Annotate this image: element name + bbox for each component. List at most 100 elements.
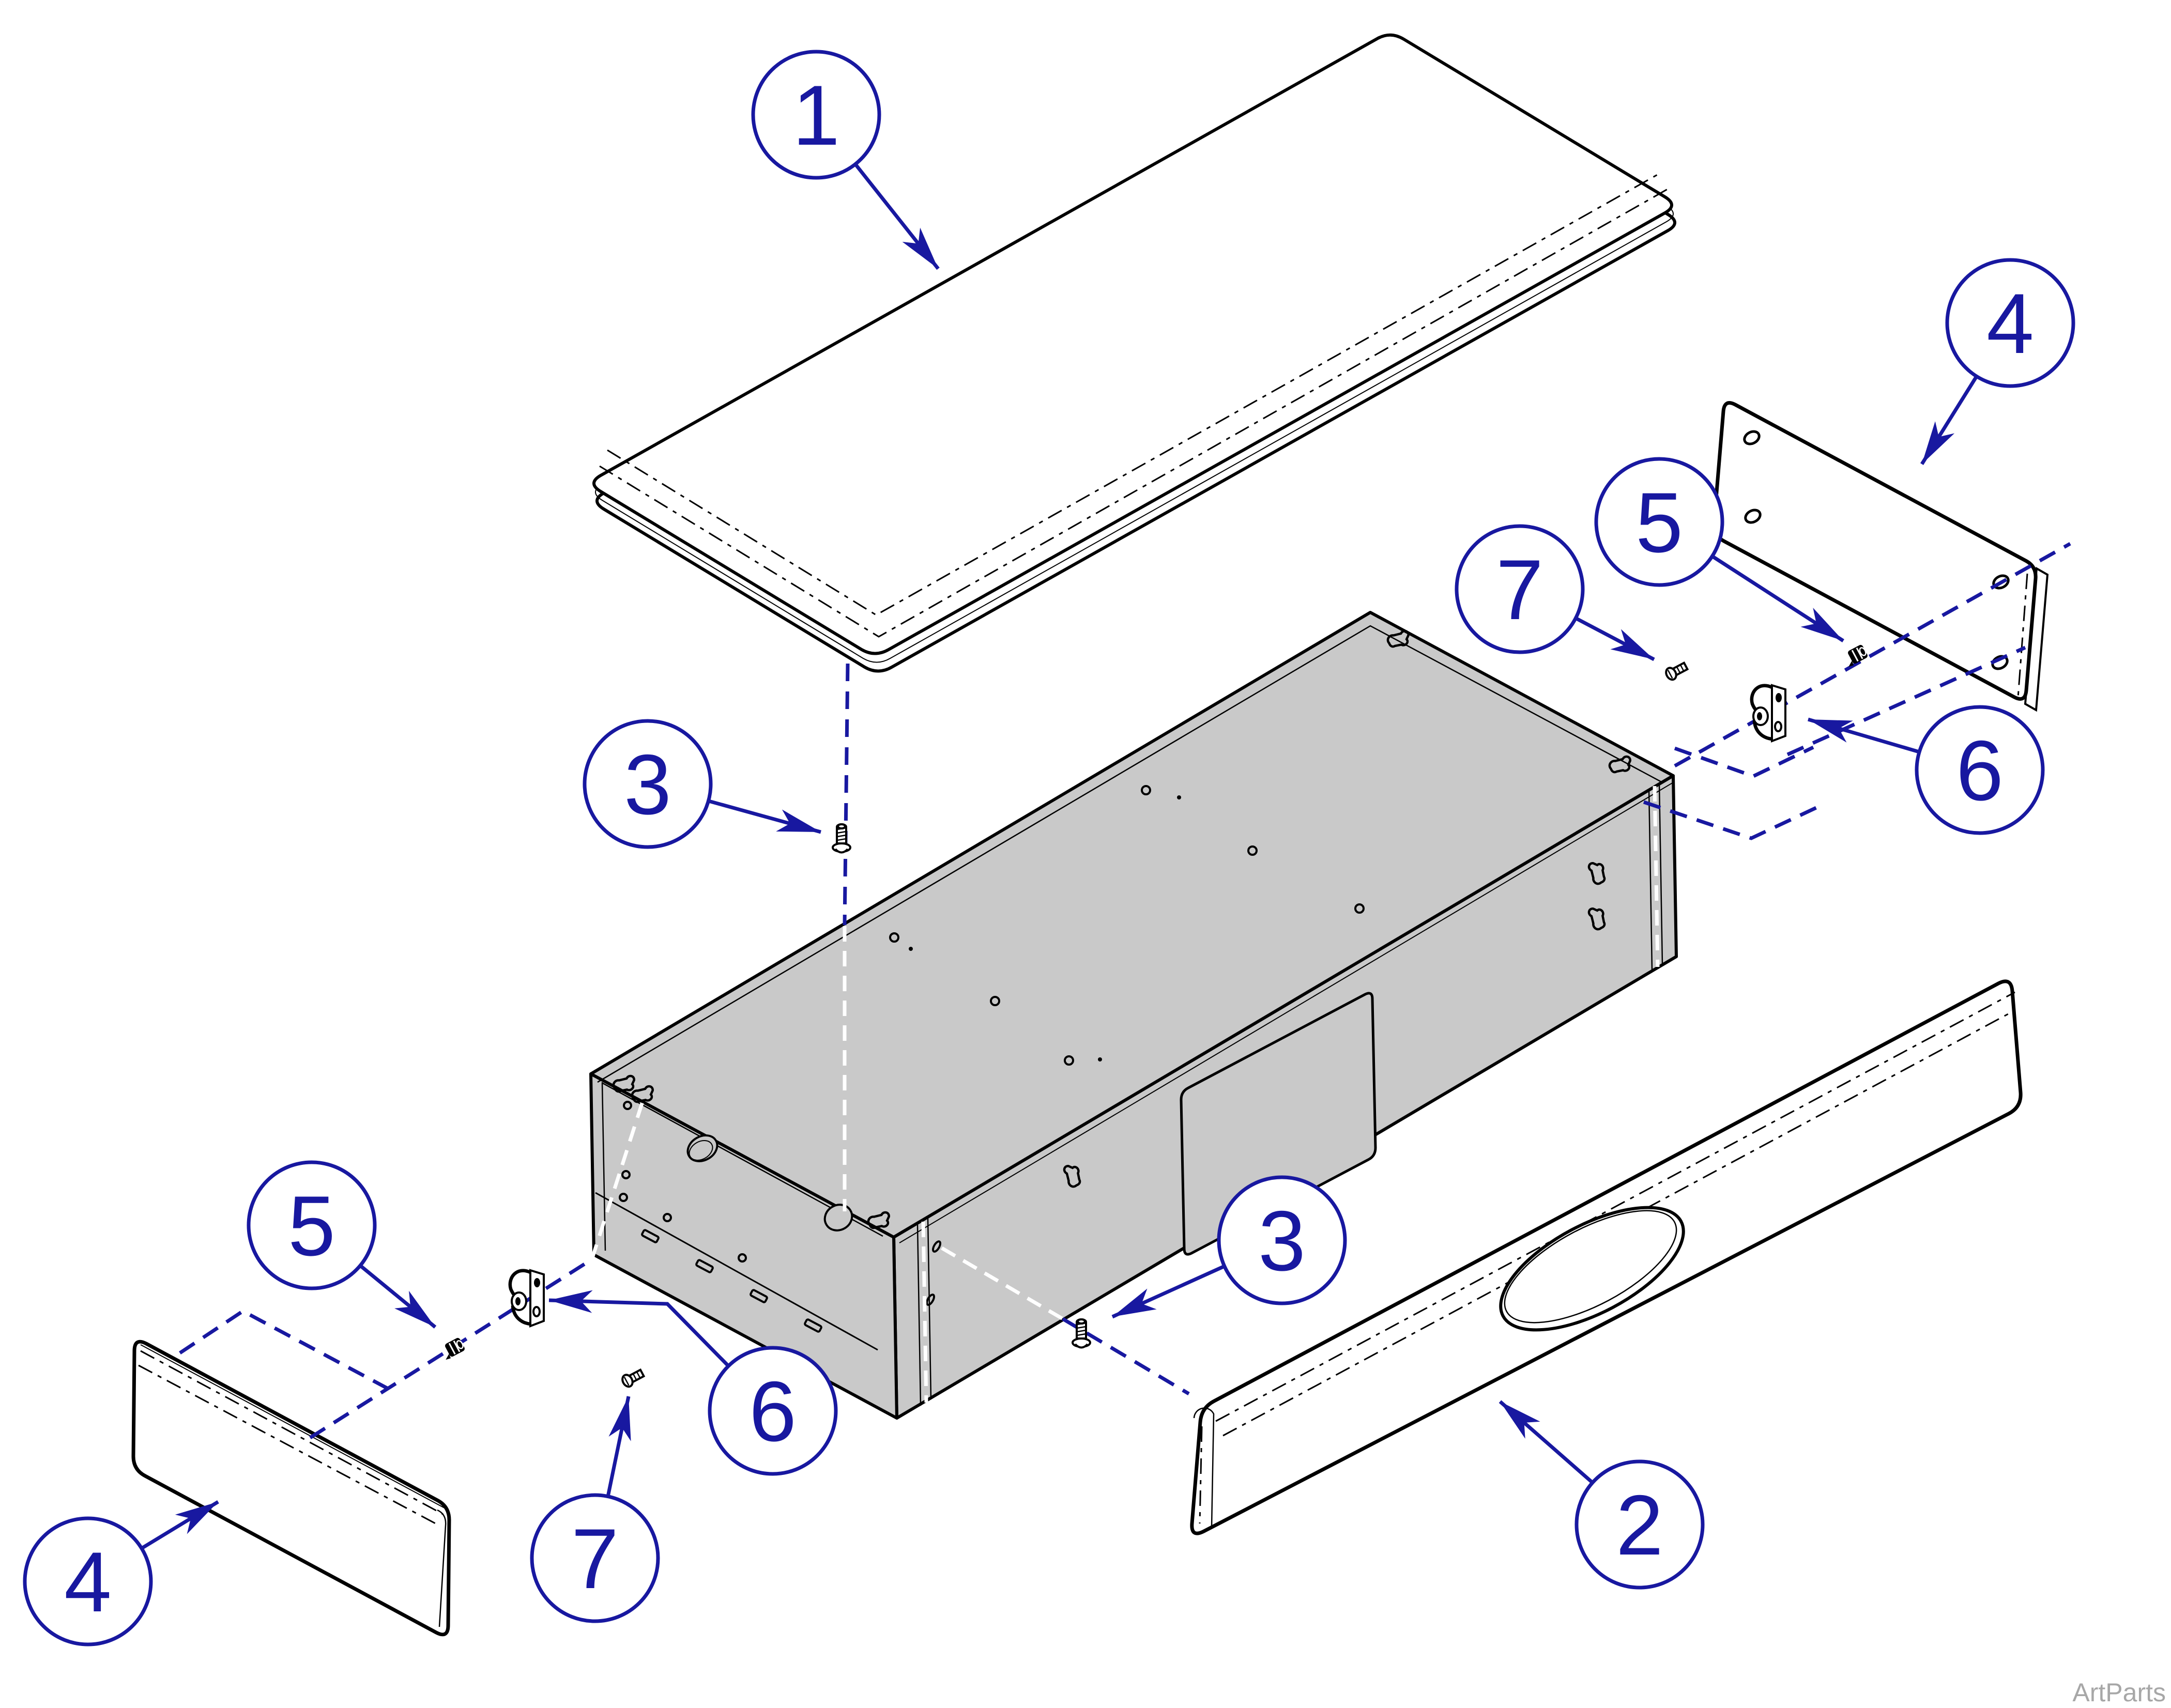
callout-5: 5: [247, 1160, 437, 1329]
front-face-top-line: [899, 782, 1674, 1243]
side-plate-left: [131, 1340, 451, 1637]
callout-3-number: 3: [1258, 1193, 1306, 1288]
chassis-top-flange-line: [597, 625, 1663, 1083]
top-face-dot: [909, 947, 913, 951]
chassis-left-end-cap: [589, 1072, 898, 1420]
left-fold-hidden: [921, 1221, 928, 1403]
front-trim-panel: [1190, 979, 2023, 1535]
end-cap-hole: [621, 1170, 631, 1179]
callout-3-arrow: [708, 799, 821, 834]
callout-7-arrow: [1574, 616, 1655, 661]
front-trim-hidden-edge-2: [1222, 1013, 2009, 1437]
clip-bracket-left: [508, 1269, 545, 1328]
callout-3-arrow: [1111, 1264, 1226, 1319]
callout-2: 2: [1499, 1400, 1705, 1590]
callout-5-circle: [1594, 457, 1724, 587]
end-cap-hole: [623, 1101, 632, 1110]
top-cover-panel: [592, 33, 1676, 673]
plate-hole: [1743, 430, 1761, 445]
callout-2-number: 2: [1616, 1478, 1663, 1573]
mounting-screw-top: [832, 823, 851, 854]
side-plate-right-face: [1712, 401, 2038, 701]
callout-7-arrow: [606, 1396, 631, 1497]
callout-6-arrow: [548, 1290, 730, 1367]
top-face-hole: [1064, 1055, 1074, 1066]
front-trim-hidden-edge-1: [1215, 991, 2015, 1422]
side-plate-left-hidden-2: [138, 1364, 440, 1527]
front-face-slot: [932, 1240, 941, 1253]
side-plate-right-fold-hidden: [2017, 573, 2028, 698]
callout-6: 6: [1808, 705, 2045, 835]
callout-7-number: 7: [1496, 542, 1543, 637]
callout-5-number: 5: [1635, 475, 1683, 570]
end-cap-oval-inner: [689, 1140, 713, 1161]
axis-right-elbow-2: [1643, 800, 1821, 840]
callout-7: 7: [530, 1396, 660, 1623]
screw-right: [1665, 661, 1689, 681]
front-trim-oval-cutout: [1499, 1206, 1685, 1332]
callout-6-circle: [708, 1346, 838, 1476]
callout-1-circle: [751, 50, 881, 180]
side-plate-left-face: [131, 1340, 451, 1637]
top-cover-face: [592, 33, 1673, 655]
side-plate-left-hidden-1: [140, 1350, 444, 1515]
top-face-hole: [990, 996, 1000, 1006]
callout-4-arrow: [141, 1500, 219, 1550]
top-face-dot: [1177, 795, 1181, 799]
mounting-screw-front: [1072, 1318, 1091, 1349]
callout-4-arrow: [1920, 375, 1978, 465]
callout-7-circle: [1455, 524, 1585, 654]
callout-7-number: 7: [571, 1511, 619, 1606]
end-cap-hole: [619, 1193, 628, 1202]
callout-6: 6: [548, 1290, 838, 1476]
side-plate-right: [1712, 401, 2049, 712]
top-face-hole: [1247, 845, 1258, 856]
callout-5: 5: [1594, 457, 1844, 642]
front-recessed-panel: [1180, 992, 1377, 1256]
callout-5-number: 5: [288, 1178, 335, 1273]
front-trim-cap-line: [1193, 1407, 1215, 1528]
left-fold-line: [916, 1218, 932, 1406]
axis-front-screw: [1062, 1317, 1190, 1396]
right-fold-hidden: [1653, 786, 1660, 967]
callout-4-number: 4: [64, 1534, 112, 1629]
callout-5-arrow: [359, 1264, 437, 1329]
callout-6-arrow: [1808, 717, 1920, 754]
watermark: ArtParts: [2072, 1678, 2166, 1707]
side-plate-left-top-line: [140, 1344, 445, 1509]
chassis-box: [589, 611, 1678, 1420]
right-fold-line: [1648, 783, 1663, 971]
callout-6-number: 6: [749, 1364, 797, 1459]
top-cover-hidden-edge-1: [599, 188, 1668, 638]
callout-4-circle: [1945, 258, 2075, 388]
clip-bracket-right: [1750, 684, 1786, 743]
callout-4-circle: [23, 1516, 153, 1647]
callout-7: 7: [1455, 524, 1655, 661]
callout-3-circle: [1217, 1175, 1347, 1305]
front-trim-oval-inner: [1504, 1210, 1677, 1324]
callout-2-arrow: [1499, 1400, 1594, 1484]
side-plate-left-cap-line: [437, 1509, 447, 1627]
callout-layer: 1 2 3 3 4 4 5 5 6 6 7 7: [23, 50, 2075, 1647]
callout-4: 4: [1920, 258, 2075, 465]
cap-nut-right: [1848, 644, 1868, 667]
top-cover-hidden-edge-2: [607, 173, 1660, 616]
axis-right-elbow-1: [1674, 745, 1814, 778]
end-cap-hole: [663, 1213, 672, 1222]
front-face-slot: [926, 1294, 935, 1306]
callout-3-number: 3: [624, 737, 671, 832]
callout-1: 1: [751, 50, 940, 270]
callout-7-circle: [530, 1493, 660, 1623]
top-face-dot: [1098, 1057, 1102, 1061]
screw-left: [621, 1368, 646, 1388]
callout-3-circle: [583, 719, 713, 849]
top-face-hole: [1354, 903, 1365, 914]
callout-6-number: 6: [1956, 723, 2004, 818]
plate-hole: [1744, 509, 1762, 524]
callout-4: 4: [23, 1500, 219, 1647]
axis-right-main: [1674, 542, 2071, 768]
callout-1-arrow: [854, 163, 940, 270]
cap-nut-left: [445, 1337, 465, 1360]
